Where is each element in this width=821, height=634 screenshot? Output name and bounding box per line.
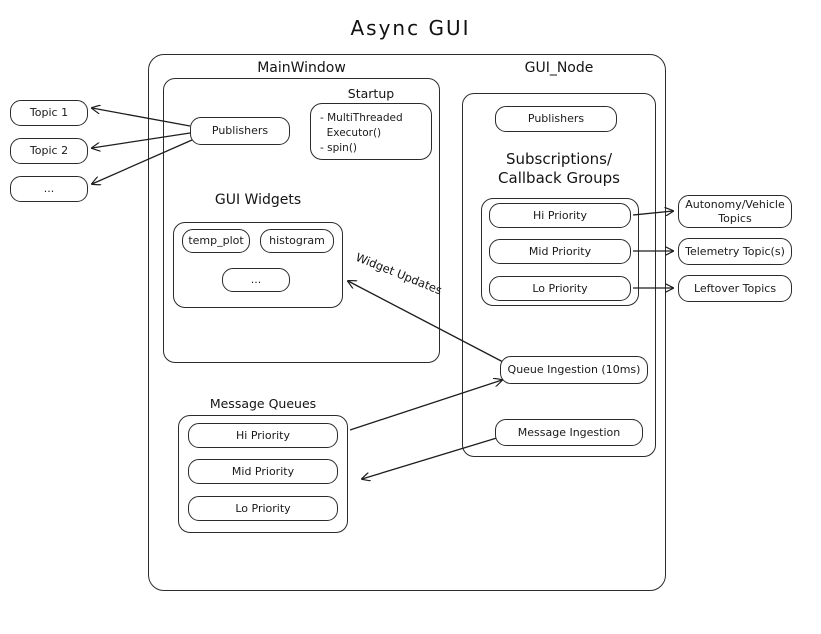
queue-hi-priority[interactable]: Hi Priority	[188, 423, 338, 448]
widget-label: ...	[250, 273, 262, 287]
startup-item: Executor()	[320, 127, 382, 140]
startup-box: - MultiThreaded Executor() - spin()	[310, 103, 432, 160]
page-title: Async GUI	[350, 16, 471, 40]
group-label: Hi Priority	[533, 208, 587, 222]
queue-ingestion-box[interactable]: Queue Ingestion (10ms)	[500, 356, 648, 384]
gui-widgets-caption: GUI Widgets	[214, 192, 302, 208]
widget-more[interactable]: ...	[222, 268, 290, 292]
gui-node-container	[462, 93, 656, 457]
subscriptions-caption: Subscriptions/ Callback Groups	[498, 150, 620, 187]
topic-telemetry[interactable]: Telemetry Topic(s)	[678, 238, 792, 265]
topic-box-1[interactable]: Topic 1	[10, 100, 88, 126]
group-label: Lo Priority	[532, 281, 588, 295]
message-ingestion-label: Message Ingestion	[517, 425, 621, 439]
topic-label: Leftover Topics	[693, 281, 777, 295]
group-label: Mid Priority	[528, 244, 592, 258]
gui-widgets-container	[173, 222, 343, 308]
topic-label: Telemetry Topic(s)	[685, 244, 785, 258]
main-window-caption: MainWindow	[257, 60, 346, 76]
queue-lo-priority[interactable]: Lo Priority	[188, 496, 338, 521]
callback-group-lo-priority[interactable]: Lo Priority	[489, 276, 631, 301]
publishers-label: Publishers	[211, 124, 269, 138]
topic-autonomy-vehicle[interactable]: Autonomy/Vehicle Topics	[678, 195, 792, 228]
main-window-publishers[interactable]: Publishers	[190, 117, 290, 145]
topic-label: Topic 1	[29, 106, 69, 120]
queue-mid-priority[interactable]: Mid Priority	[188, 459, 338, 484]
widget-label: temp_plot	[188, 234, 244, 248]
callback-group-mid-priority[interactable]: Mid Priority	[489, 239, 631, 264]
gui-node-caption: GUI_Node	[524, 60, 594, 76]
message-ingestion-box[interactable]: Message Ingestion	[495, 419, 643, 446]
widget-histogram[interactable]: histogram	[260, 229, 334, 253]
topic-label: Topic 2	[29, 144, 69, 158]
topic-box-2[interactable]: Topic 2	[10, 138, 88, 164]
topic-label: ...	[43, 182, 55, 196]
topic-box-3[interactable]: ...	[10, 176, 88, 202]
topic-leftover[interactable]: Leftover Topics	[678, 275, 792, 302]
widget-label: histogram	[269, 234, 325, 248]
widget-temp-plot[interactable]: temp_plot	[182, 229, 250, 253]
startup-item: - MultiThreaded	[320, 112, 403, 124]
message-queues-caption: Message Queues	[209, 396, 317, 411]
gui-node-publishers[interactable]: Publishers	[495, 106, 617, 132]
main-window-container	[163, 78, 440, 363]
queue-ingestion-label: Queue Ingestion (10ms)	[507, 363, 641, 377]
queue-label: Hi Priority	[236, 428, 290, 442]
callback-group-hi-priority[interactable]: Hi Priority	[489, 203, 631, 228]
topic-label: Autonomy/Vehicle Topics	[685, 197, 785, 225]
startup-item: - spin()	[320, 142, 358, 155]
queue-label: Mid Priority	[231, 464, 295, 478]
startup-caption: Startup	[347, 86, 395, 101]
publishers-label: Publishers	[527, 112, 585, 126]
callback-groups-container	[481, 198, 639, 306]
queue-label: Lo Priority	[235, 501, 291, 515]
message-queues-container	[178, 415, 348, 533]
outer-container	[148, 54, 666, 591]
